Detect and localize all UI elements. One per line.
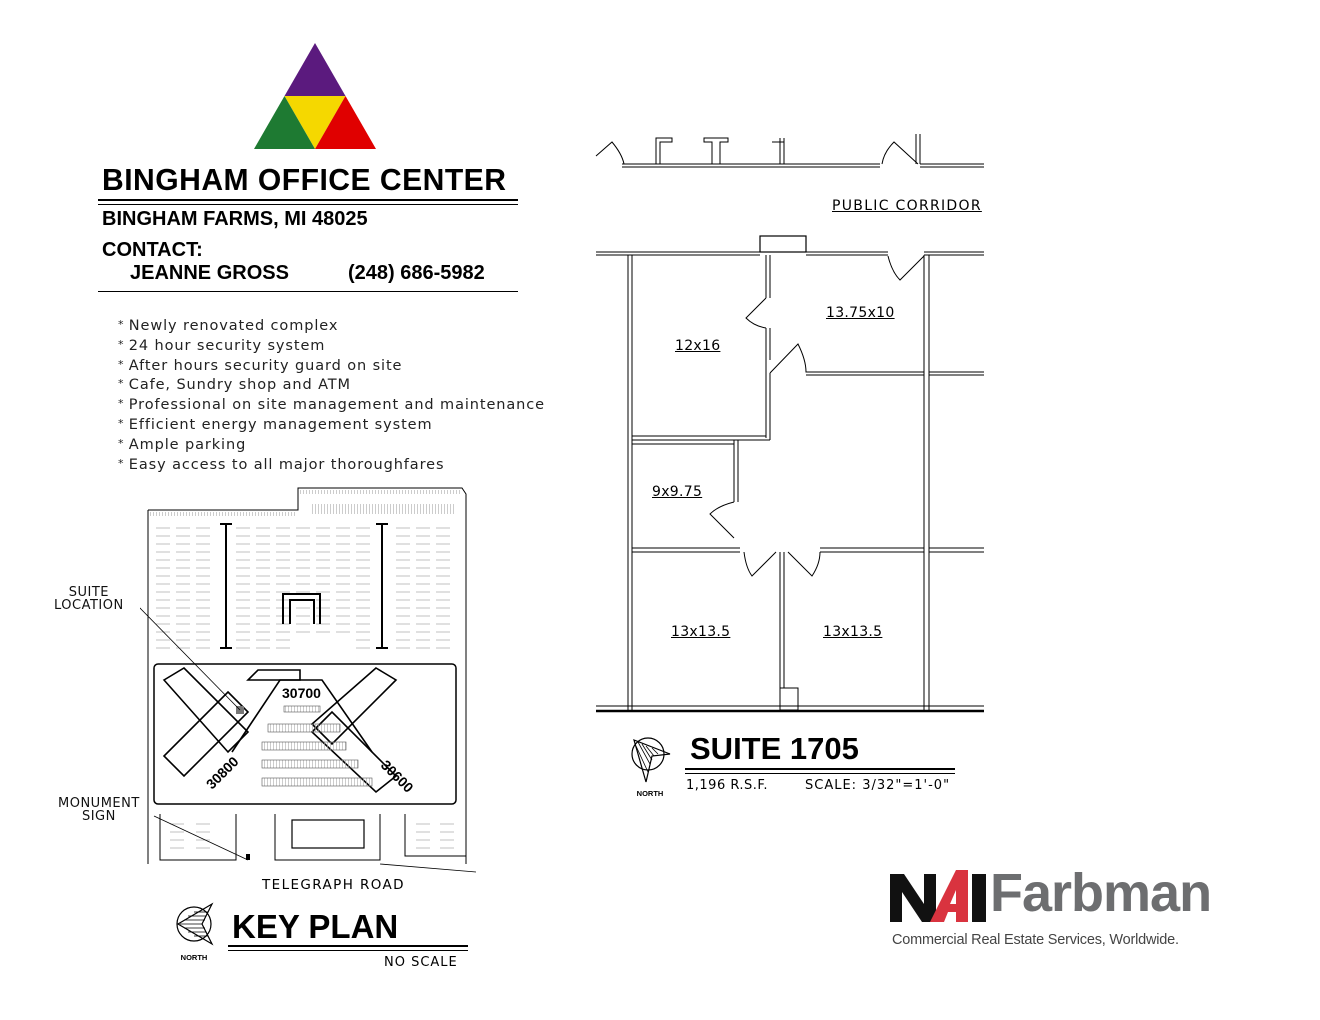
feature-item: Newly renovated complex xyxy=(118,316,545,336)
feature-item: Cafe, Sundry shop and ATM xyxy=(118,375,545,395)
public-corridor-label: PUBLIC CORRIDOR xyxy=(832,198,982,214)
broker-tagline: Commercial Real Estate Services, Worldwi… xyxy=(892,932,1179,948)
feature-list: Newly renovated complex 24 hour security… xyxy=(118,316,545,474)
feature-item: Ample parking xyxy=(118,435,545,455)
suite-location-callout: SUITE LOCATION xyxy=(54,585,124,613)
room-dimension-label: 9x9.75 xyxy=(652,484,703,500)
key-plan-site-map: 30700 30800 30600 xyxy=(140,487,476,873)
building-30600-label: 30600 xyxy=(378,757,417,796)
key-plan-title: KEY PLAN xyxy=(232,908,399,945)
feature-item: Efficient energy management system xyxy=(118,415,545,435)
suite-north-arrow: NORTH xyxy=(628,734,672,798)
feature-item: Professional on site management and main… xyxy=(118,395,545,415)
key-plan-scale-note: NO SCALE xyxy=(384,955,458,970)
key-plan-north-arrow: NORTH xyxy=(172,902,216,962)
monument-sign-callout: MONUMENT SIGN xyxy=(58,796,140,824)
suite-area: 1,196 R.S.F. xyxy=(686,778,768,793)
title-divider xyxy=(98,199,518,205)
bingham-triangle-logo-icon xyxy=(254,43,376,149)
building-30800-label: 30800 xyxy=(203,753,242,792)
suite-divider xyxy=(685,768,955,774)
nai-farbman-logo: Farbman xyxy=(890,863,1220,928)
contact-name: JEANNE GROSS xyxy=(130,262,289,284)
north-arrow-icon xyxy=(631,737,671,783)
room-dimension-label: 13x13.5 xyxy=(671,624,731,640)
building-30700-label: 30700 xyxy=(282,685,321,701)
suite-title: SUITE 1705 xyxy=(690,731,859,766)
room-dimension-label: 13x13.5 xyxy=(823,624,883,640)
property-name: BINGHAM OFFICE CENTER xyxy=(102,162,507,197)
key-plan-divider xyxy=(228,945,468,951)
suite-floor-plan xyxy=(595,134,984,713)
contact-label: CONTACT: xyxy=(102,239,203,261)
room-dimension-label: 13.75x10 xyxy=(826,305,895,321)
room-dimension-label: 12x16 xyxy=(675,338,721,354)
feature-item: After hours security guard on site xyxy=(118,356,545,376)
north-arrow-icon xyxy=(176,902,214,946)
nai-logo-icon xyxy=(890,870,986,922)
north-label: NORTH xyxy=(636,789,664,798)
north-label: NORTH xyxy=(180,953,208,962)
contact-divider xyxy=(98,291,518,292)
road-label: TELEGRAPH ROAD xyxy=(262,877,405,893)
property-address: BINGHAM FARMS, MI 48025 xyxy=(102,208,368,230)
suite-scale: SCALE: 3/32"=1'-0" xyxy=(805,778,951,793)
contact-phone[interactable]: (248) 686-5982 xyxy=(348,262,485,284)
feature-item: Easy access to all major thoroughfares xyxy=(118,455,545,475)
feature-item: 24 hour security system xyxy=(118,336,545,356)
broker-name: Farbman xyxy=(990,863,1212,923)
